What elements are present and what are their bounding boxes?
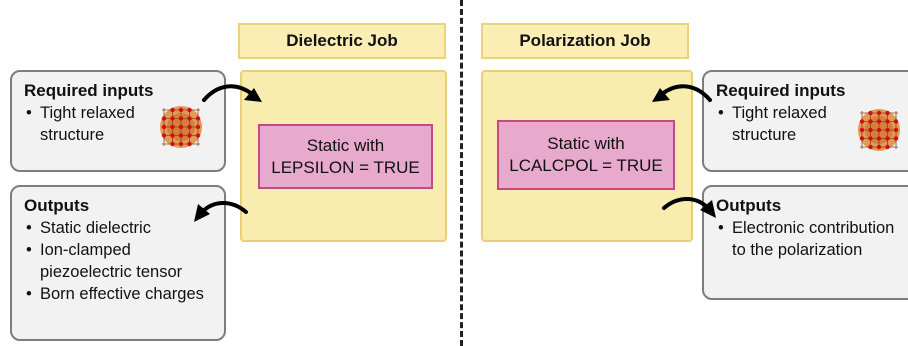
list-item: Tight relaxed structure [716, 102, 850, 146]
static-flag: LCALCPOL = TRUE [509, 156, 663, 175]
polarization-job-title: Polarization Job [481, 23, 689, 59]
curved-arrow-icon [202, 84, 262, 102]
required-inputs-header: Required inputs [24, 81, 154, 100]
required-inputs-list: Tight relaxed structure [716, 102, 906, 146]
dielectric-outputs-box: Outputs Static dielectric Ion-clamped pi… [10, 185, 226, 341]
outputs-header: Outputs [716, 196, 782, 215]
dielectric-static-box: Static with LEPSILON = TRUE [258, 124, 433, 189]
crystal-structure-icon [858, 109, 900, 151]
dielectric-job-title: Dielectric Job [238, 23, 446, 59]
list-item: Tight relaxed structure [24, 102, 158, 146]
curved-arrow-icon [662, 197, 716, 218]
static-flag: LEPSILON = TRUE [271, 157, 420, 177]
outputs-list: Electronic contribution to the polarizat… [716, 217, 906, 261]
center-divider [460, 0, 463, 346]
list-item: Electronic contribution to the polarizat… [716, 217, 902, 261]
static-label: Static with [306, 135, 385, 155]
list-item: Born effective charges [24, 283, 212, 305]
static-label: Static with [547, 134, 625, 153]
outputs-header: Outputs [24, 196, 90, 215]
curved-arrow-icon [194, 201, 248, 222]
list-item: Static dielectric [24, 217, 212, 239]
curved-arrow-icon [652, 84, 712, 102]
outputs-list: Static dielectric Ion-clamped piezoelect… [24, 217, 212, 305]
required-inputs-header: Required inputs [716, 81, 846, 100]
list-item: Ion-clamped piezoelectric tensor [24, 239, 212, 283]
polarization-required-inputs-box: Required inputs Tight relaxed structure [702, 70, 908, 172]
polarization-outputs-box: Outputs Electronic contribution to the p… [702, 185, 908, 300]
crystal-structure-icon [160, 106, 202, 148]
polarization-static-box: Static with LCALCPOL = TRUE [497, 120, 675, 190]
dielectric-required-inputs-box: Required inputs Tight relaxed structure [10, 70, 226, 172]
required-inputs-list: Tight relaxed structure [24, 102, 212, 146]
